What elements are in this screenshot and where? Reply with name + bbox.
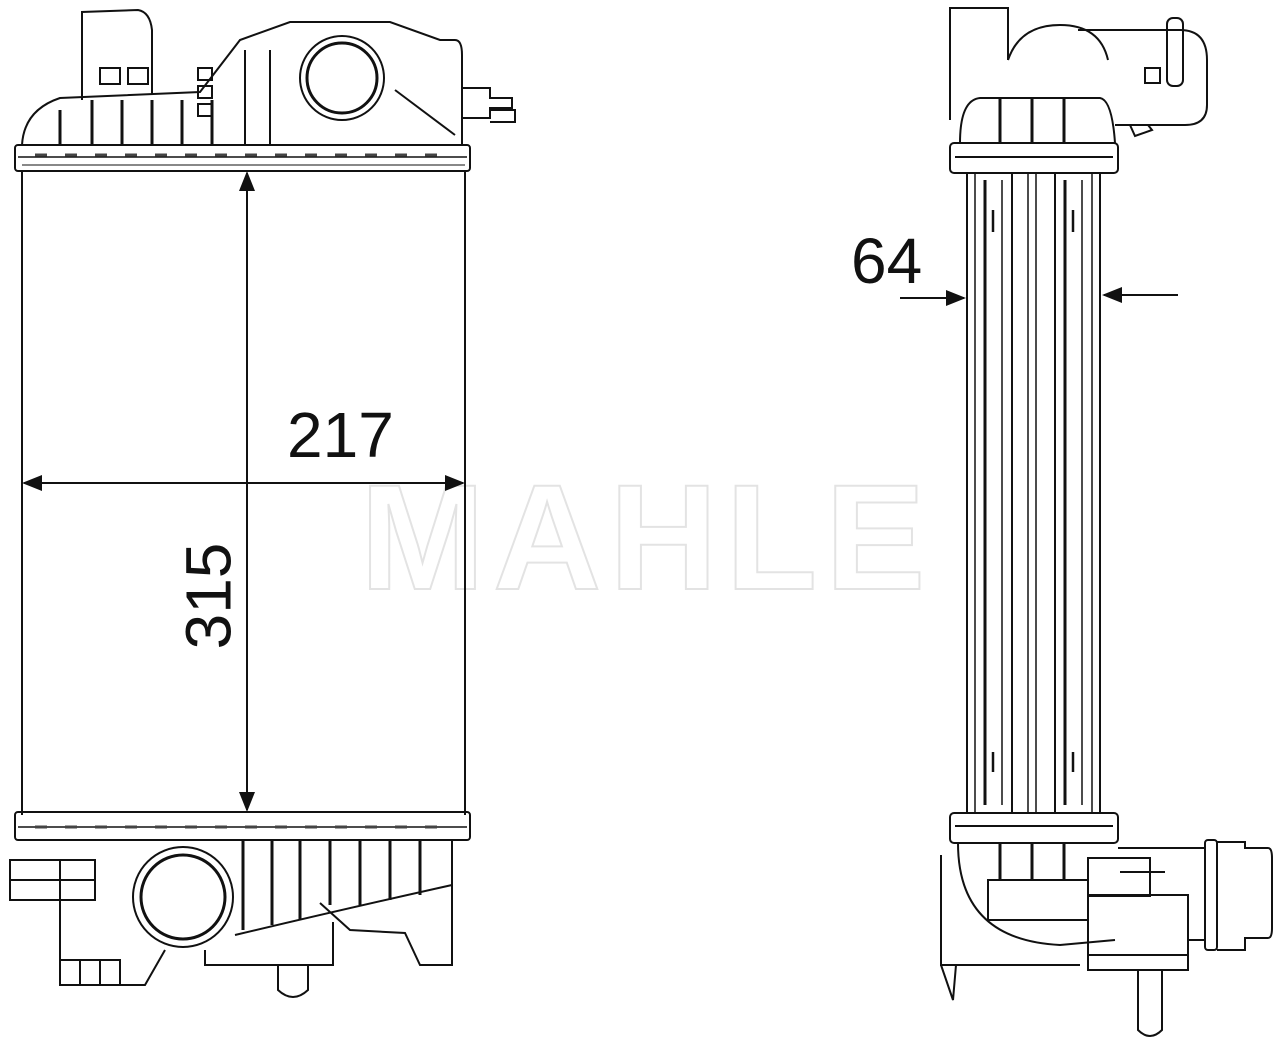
core-tubes <box>966 172 1101 812</box>
bottom-tank <box>9 811 471 998</box>
depth-dimension-arrows <box>900 287 1178 306</box>
bottom-tank-side <box>940 812 1273 1037</box>
top-tank-side <box>949 7 1208 174</box>
front-view <box>9 8 516 998</box>
dimension-lines <box>22 171 465 812</box>
depth-dimension-label: 64 <box>851 225 923 297</box>
top-tank <box>14 8 516 172</box>
width-dimension-label: 217 <box>287 399 394 471</box>
height-dimension-label: 315 <box>172 542 245 650</box>
side-view <box>900 7 1273 1037</box>
